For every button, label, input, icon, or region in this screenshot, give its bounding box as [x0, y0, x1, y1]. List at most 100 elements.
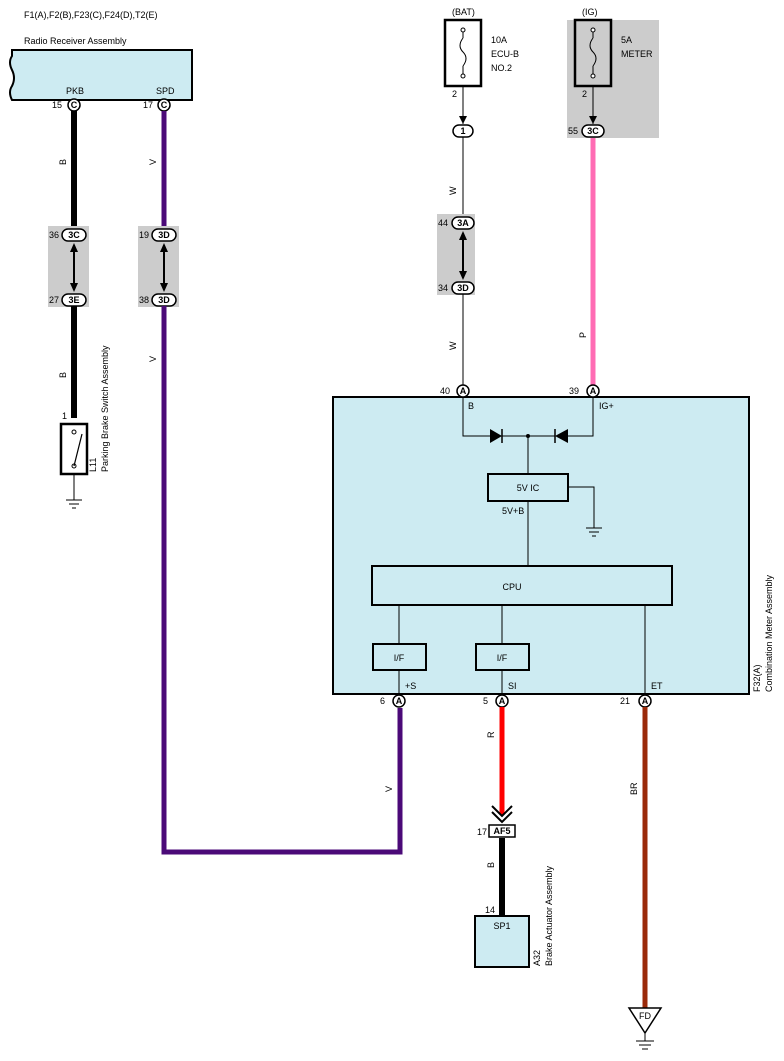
ig-title: (IG)	[582, 7, 598, 17]
radio-name: Radio Receiver Assembly	[24, 36, 127, 46]
meter-b-label: B	[468, 401, 474, 411]
svg-text:AF5: AF5	[493, 826, 510, 836]
bat-wire-color-1: W	[448, 186, 458, 195]
af5-chevrons	[491, 805, 513, 824]
spd-wire-bottom	[161, 306, 403, 855]
brake-pin: 14	[485, 905, 495, 915]
bat-j1-connector: 3A	[451, 216, 475, 230]
bat-junction-arrow	[459, 231, 467, 280]
pkb-pin: 15	[52, 100, 62, 110]
meter-s-connector: A	[392, 694, 406, 708]
fd-ground-triangle	[627, 1007, 663, 1035]
svg-text:C: C	[71, 100, 78, 110]
meter-si-label: SI	[508, 681, 517, 691]
switch-id: L11	[88, 458, 98, 472]
spd-wire-color-bottom: V	[148, 356, 158, 362]
meter-et-connector: A	[638, 694, 652, 708]
bat-j1-pin: 44	[438, 218, 448, 228]
meter-name: Combination Meter Assembly	[764, 574, 774, 692]
ig-pin: 2	[582, 89, 587, 99]
pkb-wire-color-bottom: B	[58, 372, 68, 378]
ic-ground-icon	[586, 527, 602, 537]
spd-j2-pin: 38	[139, 295, 149, 305]
meter-ig-connector: A	[586, 384, 600, 398]
pkb-label: PKB	[66, 86, 84, 96]
spd-j1-pin: 19	[139, 230, 149, 240]
cpu-label: CPU	[502, 582, 521, 592]
brake-id: A32	[532, 950, 542, 966]
if1-label: I/F	[394, 653, 405, 663]
si-wire-color: R	[486, 731, 496, 738]
et-wire-color: BR	[629, 782, 639, 795]
af5-connector: AF5	[488, 824, 516, 838]
bat-j2-connector: 3D	[451, 281, 475, 295]
af5-pin: 17	[477, 827, 487, 837]
meter-s-label: +S	[405, 681, 416, 691]
svg-text:3E: 3E	[68, 295, 79, 305]
svg-text:A: A	[590, 386, 597, 396]
switch-ground-icon	[66, 499, 82, 509]
radio-receiver-box	[9, 49, 193, 101]
meter-ig-label: IG+	[599, 401, 614, 411]
meter-diode-network	[462, 397, 594, 474]
spd-wire-color-right: V	[384, 786, 394, 792]
switch-pin: 1	[62, 411, 67, 421]
cpu-box	[371, 565, 673, 606]
svg-text:A: A	[499, 696, 506, 706]
brake-name: Brake Actuator Assembly	[544, 865, 554, 966]
meter-b-pin: 40	[440, 386, 450, 396]
combination-meter-box	[332, 396, 750, 695]
spd-wire-color-top: V	[148, 159, 158, 165]
ig-junction-pin: 55	[568, 126, 578, 136]
spd-junction-arrow	[160, 243, 168, 292]
ic-5v-label: 5V IC	[517, 483, 540, 493]
spd-j2-connector: 3D	[151, 293, 177, 307]
meter-s-pin: 6	[380, 696, 385, 706]
if2-label: I/F	[497, 653, 508, 663]
switch-name: Parking Brake Switch Assembly	[100, 345, 110, 472]
pkb-j1-connector: 3C	[61, 228, 87, 242]
pkb-connector: C	[67, 98, 81, 112]
ig-fuse-name: METER	[621, 49, 653, 59]
brake-wire-color: B	[486, 862, 496, 868]
meter-ig-pin: 39	[569, 386, 579, 396]
svg-text:C: C	[161, 100, 168, 110]
fd-ground-icon	[636, 1033, 654, 1050]
pkb-wire-color-top: B	[58, 159, 68, 165]
svg-text:3D: 3D	[457, 283, 469, 293]
radio-header: F1(A),F2(B),F23(C),F24(D),T2(E)	[24, 10, 158, 20]
svg-text:3C: 3C	[68, 230, 80, 240]
pkb-junction-arrow	[70, 243, 78, 292]
bat-fuse-name-2: NO.2	[491, 63, 512, 73]
meter-et-label: ET	[651, 681, 663, 691]
svg-text:A: A	[642, 696, 649, 706]
bat-j2-pin: 34	[438, 283, 448, 293]
pkb-j2-connector: 3E	[61, 293, 87, 307]
bat-pin: 2	[452, 89, 457, 99]
ic-output-label: 5V+B	[502, 506, 524, 516]
ig-fuse	[573, 18, 613, 88]
meter-et-pin: 21	[620, 696, 630, 706]
pkb-j2-pin: 27	[49, 295, 59, 305]
bat-arrow	[459, 116, 467, 124]
meter-si-connector: A	[495, 694, 509, 708]
brake-sp1-label: SP1	[493, 921, 510, 931]
bat-conn1: 1	[452, 124, 474, 138]
meter-si-pin: 5	[483, 696, 488, 706]
ic-ground-wire	[568, 486, 595, 528]
meter-id: F32(A)	[752, 664, 762, 692]
bat-title: (BAT)	[452, 7, 475, 17]
ig-gray-area	[567, 20, 659, 138]
spd-label: SPD	[156, 86, 175, 96]
brake-actuator-box	[474, 915, 530, 968]
bat-fuse-rating: 10A	[491, 35, 507, 45]
parking-brake-switch	[59, 422, 89, 500]
fd-label: FD	[639, 1011, 651, 1021]
svg-text:3D: 3D	[158, 230, 170, 240]
ig-junction-connector: 3C	[581, 124, 605, 138]
svg-text:A: A	[396, 696, 403, 706]
svg-text:A: A	[460, 386, 467, 396]
spd-pin: 17	[143, 100, 153, 110]
pkb-j1-pin: 36	[49, 230, 59, 240]
